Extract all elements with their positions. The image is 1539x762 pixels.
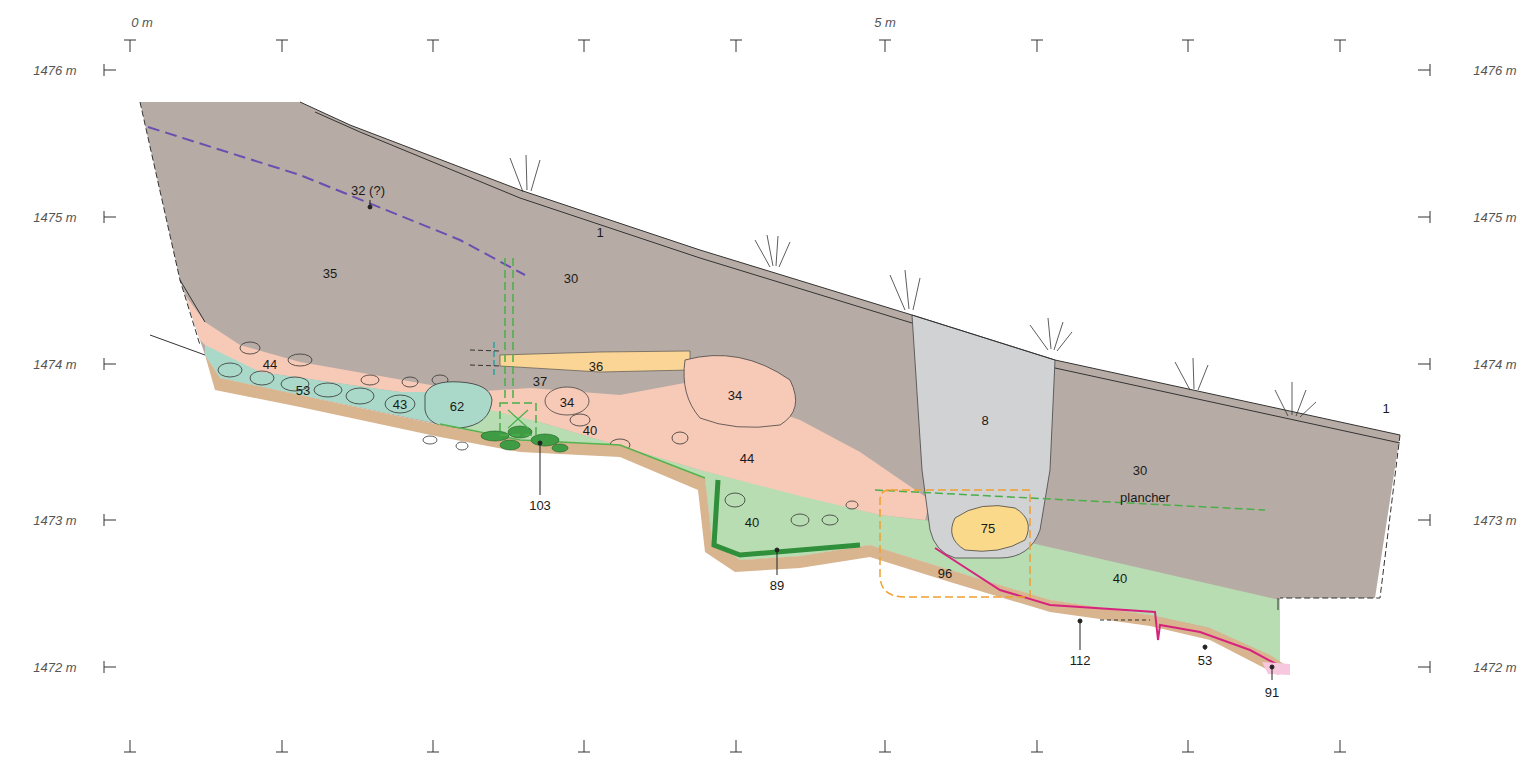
layer-number: 32 (?): [351, 184, 385, 197]
axis-label: 1473 m: [33, 514, 76, 527]
axis-tick: [104, 64, 1430, 76]
axis-tick: [1334, 40, 1346, 752]
layer-number: 40: [583, 424, 597, 437]
axis-tick: [1031, 40, 1043, 752]
axis-tick: [1182, 40, 1194, 752]
layer-fill: [500, 351, 690, 372]
axis-label: 1472 m: [1473, 661, 1516, 674]
axis-tick: [276, 40, 288, 752]
layer-number: 89: [770, 579, 784, 592]
layer-number: plancher: [1120, 491, 1170, 504]
layer-number: 40: [745, 516, 759, 529]
axis-label: 1474 m: [1473, 358, 1516, 371]
axis-label: 1475 m: [1473, 211, 1516, 224]
layer-number: 53: [1198, 654, 1212, 667]
axis-tick: [427, 40, 439, 752]
axis-label: 0 m: [131, 16, 153, 29]
layer-number: 103: [529, 499, 551, 512]
axis-label: 5 m: [874, 16, 896, 29]
layer-number: 36: [589, 360, 603, 373]
layer-fill: [140, 102, 1400, 668]
axis-label: 1476 m: [1473, 64, 1516, 77]
axis-tick: [578, 40, 590, 752]
axis-tick: [104, 211, 1430, 223]
axis-label: 1473 m: [1473, 514, 1516, 527]
axis-tick: [104, 514, 1430, 526]
layer-number: 1: [1382, 402, 1389, 415]
layer-number: 30: [1133, 464, 1147, 477]
layer-number: 34: [728, 389, 742, 402]
layer-number: 62: [450, 400, 464, 413]
axis-tick: [879, 40, 891, 752]
layer-number: 37: [533, 375, 547, 388]
layer-number: 43: [393, 398, 407, 411]
layer-number: 1: [596, 226, 603, 239]
layer-fill: [205, 355, 1290, 675]
block: [425, 382, 492, 428]
layer-number: 40: [1113, 572, 1127, 585]
axis-label: 1472 m: [33, 661, 76, 674]
axis-label: 1476 m: [33, 64, 76, 77]
axis-tick: [124, 40, 136, 752]
pit: [912, 315, 1055, 558]
layer-number: 91: [1265, 686, 1279, 699]
layer-number: 44: [263, 358, 277, 371]
axis-label: 1474 m: [33, 358, 76, 371]
layer-number: 112: [1070, 654, 1091, 667]
layer-number: 30: [564, 272, 578, 285]
layer-number: 35: [323, 267, 337, 280]
layer-number: 8: [981, 414, 988, 427]
layer-number: 53: [296, 384, 310, 397]
layer-number: 75: [981, 522, 995, 535]
layer-number: 34: [560, 396, 574, 409]
axis-label: 1475 m: [33, 211, 76, 224]
layer-number: 44: [740, 452, 754, 465]
axis-tick: [104, 358, 1430, 370]
axis-tick: [104, 661, 1430, 673]
layer-number: 96: [938, 567, 952, 580]
